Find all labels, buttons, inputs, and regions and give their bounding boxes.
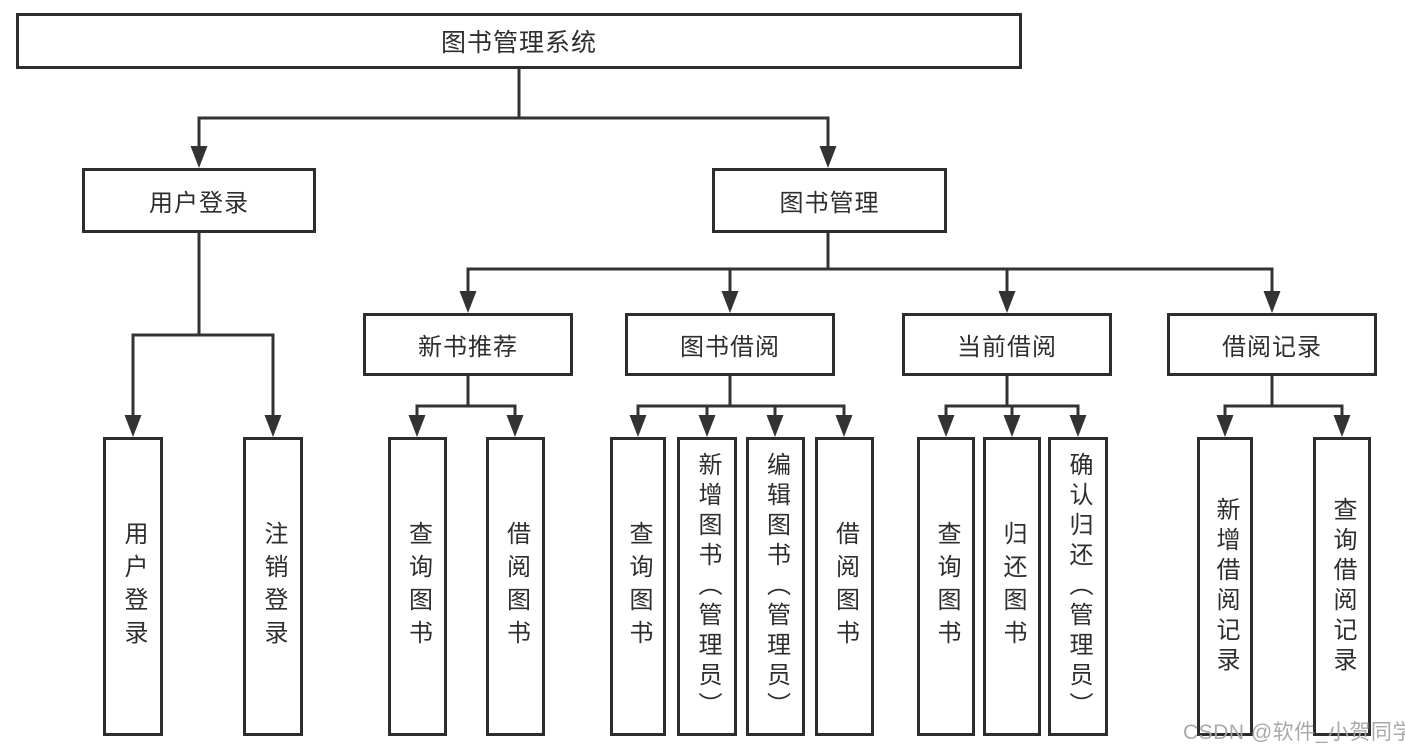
arrowhead [1216, 415, 1234, 437]
leaf-cb-confirm-return-admin-label: 确认归还（管理员） [1065, 451, 1092, 722]
leaf-bb-edit-book-admin-label: 编辑图书（管理员） [762, 451, 790, 722]
leaf-cb-confirm-return-admin: 确认归还（管理员） [1048, 437, 1108, 736]
leaf-user-login: 用户登录 [103, 437, 163, 736]
leaf-br-add-record: 新增借阅记录 [1197, 437, 1253, 736]
leaf-bb-borrow-book-label: 借阅图书 [831, 520, 859, 653]
node-current-borrow-label: 当前借阅 [957, 334, 1057, 361]
node-borrow-records: 借阅记录 [1167, 313, 1377, 376]
leaf-br-query-record-label: 查询借阅记录 [1329, 496, 1356, 677]
arrowhead [190, 146, 208, 168]
arrowhead [264, 415, 282, 437]
leaf-br-query-record: 查询借阅记录 [1313, 437, 1371, 736]
node-new-book-recommend-label: 新书推荐 [418, 334, 518, 361]
arrowhead [506, 415, 524, 437]
node-user-login: 用户登录 [82, 168, 316, 233]
arrowhead [835, 415, 853, 437]
arrowhead [698, 415, 716, 437]
node-book-borrow-label: 图书借阅 [680, 334, 780, 361]
arrowhead [408, 415, 426, 437]
leaf-cb-query-book-label: 查询图书 [933, 520, 960, 653]
node-book-borrow: 图书借阅 [625, 313, 835, 376]
leaf-nbr-borrow-book-label: 借阅图书 [502, 520, 530, 653]
arrowhead [124, 415, 142, 437]
arrowhead [629, 415, 647, 437]
node-book-management-label: 图书管理 [779, 190, 880, 217]
leaf-nbr-query-book: 查询图书 [388, 437, 447, 736]
leaf-bb-borrow-book: 借阅图书 [815, 437, 874, 736]
leaf-logout-label: 注销登录 [260, 520, 287, 653]
leaf-logout: 注销登录 [243, 437, 303, 736]
node-new-book-recommend: 新书推荐 [363, 313, 573, 376]
node-current-borrow: 当前借阅 [902, 313, 1112, 376]
leaf-nbr-borrow-book: 借阅图书 [486, 437, 545, 736]
leaf-bb-add-book-admin-label: 新增图书（管理员） [694, 451, 721, 722]
leaf-nbr-query-book-label: 查询图书 [404, 520, 432, 653]
arrowhead [819, 146, 837, 168]
arrowhead [459, 291, 477, 313]
node-borrow-records-label: 借阅记录 [1222, 334, 1322, 361]
node-user-login-label: 用户登录 [149, 190, 249, 217]
leaf-cb-return-book-label: 归还图书 [999, 520, 1026, 653]
node-book-management: 图书管理 [712, 168, 947, 233]
arrowhead [721, 291, 739, 313]
arrowhead [998, 291, 1016, 313]
leaf-br-add-record-label: 新增借阅记录 [1212, 496, 1239, 677]
leaf-bb-query-book-label: 查询图书 [625, 520, 652, 653]
leaf-bb-edit-book-admin: 编辑图书（管理员） [746, 437, 805, 736]
arrowhead [1263, 291, 1281, 313]
arrowhead [766, 415, 784, 437]
node-root-label: 图书管理系统 [440, 29, 597, 57]
leaf-bb-query-book: 查询图书 [610, 437, 666, 736]
arrowhead [937, 415, 955, 437]
arrowhead [1069, 415, 1087, 437]
leaf-cb-query-book: 查询图书 [917, 437, 975, 736]
leaf-cb-return-book: 归还图书 [983, 437, 1041, 736]
arrowhead [1333, 415, 1351, 437]
leaf-bb-add-book-admin: 新增图书（管理员） [677, 437, 737, 736]
leaf-user-login-label: 用户登录 [120, 520, 147, 653]
csdn-watermark: CSDN @软件_小贺同学 [1183, 721, 1405, 744]
arrowhead [1003, 415, 1021, 437]
node-root: 图书管理系统 [16, 13, 1022, 69]
